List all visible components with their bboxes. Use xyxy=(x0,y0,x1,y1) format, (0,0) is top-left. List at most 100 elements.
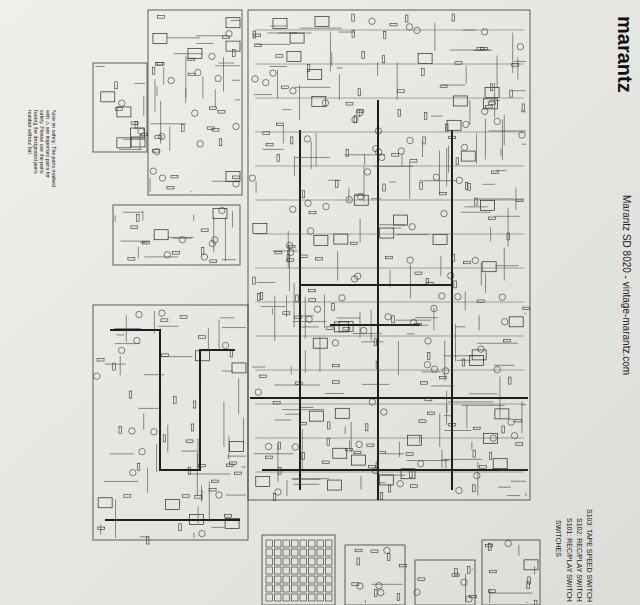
wire xyxy=(225,217,226,261)
wire xyxy=(193,215,194,221)
wire xyxy=(226,495,246,496)
wire xyxy=(444,415,452,416)
resistor-symbol xyxy=(449,423,456,426)
transistor-symbol xyxy=(508,419,514,425)
transistor-symbol xyxy=(482,108,488,114)
transistor-symbol xyxy=(150,168,156,174)
wire xyxy=(441,449,442,468)
transistor-symbol xyxy=(159,310,165,316)
wire xyxy=(462,405,505,406)
wire xyxy=(448,146,449,173)
transistor-symbol xyxy=(356,441,362,447)
resistor-symbol xyxy=(201,229,208,232)
wire xyxy=(255,30,524,31)
resistor-symbol xyxy=(290,137,293,144)
transistor-symbol xyxy=(215,75,221,81)
wire xyxy=(300,28,342,29)
transistor-symbol xyxy=(494,118,500,124)
transistor-symbol xyxy=(448,272,454,278)
transistor-symbol xyxy=(414,27,420,33)
wire xyxy=(444,355,481,356)
resistor-symbol xyxy=(129,391,132,398)
transistor-symbol xyxy=(233,123,239,129)
transistor-symbol xyxy=(332,340,338,346)
wire xyxy=(255,302,524,303)
resistor-symbol xyxy=(454,281,457,288)
transistor-symbol xyxy=(414,589,420,595)
wire xyxy=(337,317,360,318)
transistor-symbol xyxy=(151,429,157,435)
wire xyxy=(140,242,147,243)
wire xyxy=(208,328,209,350)
wire xyxy=(359,313,360,338)
ic-symbol xyxy=(189,515,203,525)
switch-symbol xyxy=(292,540,299,547)
resistor-symbol xyxy=(456,158,459,165)
board-frame xyxy=(482,540,540,605)
resistor-symbol xyxy=(488,590,495,593)
wire xyxy=(508,208,509,247)
wire xyxy=(479,315,480,330)
resistor-symbol xyxy=(163,435,166,442)
wire xyxy=(500,149,501,156)
ic-symbol xyxy=(153,34,167,44)
wire xyxy=(431,116,442,117)
wire xyxy=(391,228,401,229)
resistor-symbol xyxy=(171,175,178,178)
resistor-symbol xyxy=(350,242,357,245)
resistor-symbol xyxy=(452,254,455,261)
resistor-symbol xyxy=(115,82,118,89)
transistor-symbol xyxy=(212,237,218,243)
resistor-symbol xyxy=(212,129,219,132)
ic-symbol xyxy=(226,172,240,182)
wire xyxy=(104,481,138,482)
wire xyxy=(497,55,498,87)
transistor-symbol xyxy=(356,110,362,116)
resistor-symbol xyxy=(195,496,202,499)
transistor-symbol xyxy=(129,428,135,434)
ic-symbol xyxy=(101,92,115,102)
resistor-symbol xyxy=(207,127,214,129)
switch-symbol xyxy=(317,567,324,574)
wire xyxy=(300,315,314,316)
resistor-symbol xyxy=(489,452,492,459)
switch-symbol xyxy=(275,567,282,574)
ic-symbol xyxy=(351,455,365,465)
transistor-symbol xyxy=(195,69,201,75)
bus-lines xyxy=(105,100,528,520)
switch-symbol xyxy=(283,540,290,547)
transistor-symbol xyxy=(494,366,500,372)
wire xyxy=(261,306,286,307)
resistor-symbol xyxy=(362,51,365,58)
resistor-symbol xyxy=(266,143,273,146)
wire xyxy=(515,188,516,211)
resistor-symbol xyxy=(199,336,206,339)
transistor-symbol xyxy=(192,110,198,116)
wire xyxy=(524,313,526,314)
wire xyxy=(390,270,391,288)
resistor-symbol xyxy=(397,593,400,600)
wire xyxy=(302,429,303,469)
board-frame xyxy=(345,545,405,605)
wire xyxy=(440,256,441,276)
transistor-symbol xyxy=(441,210,447,216)
transistor-symbol xyxy=(417,461,423,467)
resistor-symbol xyxy=(509,377,512,384)
wire xyxy=(167,425,168,453)
ic-symbol xyxy=(453,96,467,106)
resistor-symbol xyxy=(516,443,523,446)
wire xyxy=(489,130,526,131)
transistor-symbol xyxy=(502,319,508,325)
resistor-symbol xyxy=(475,198,478,205)
transistor-symbol xyxy=(197,141,203,147)
wire xyxy=(345,426,346,434)
transistor-symbol xyxy=(94,373,100,379)
transistor-symbol xyxy=(216,492,222,498)
wire xyxy=(255,132,524,133)
transistor-symbol xyxy=(378,589,384,595)
wire xyxy=(167,37,200,38)
transistor-symbol xyxy=(275,489,281,495)
resistor-symbol xyxy=(235,472,242,475)
switch-symbol xyxy=(309,567,316,574)
wire xyxy=(185,88,186,103)
